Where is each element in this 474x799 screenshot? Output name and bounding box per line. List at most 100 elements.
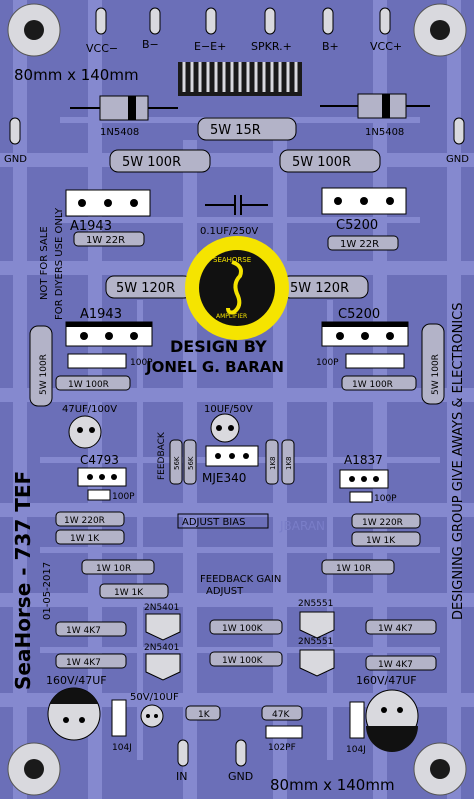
resistor-1k8-1: 1K8: [265, 439, 279, 485]
capacitor-100p-c4793-label: 100P: [112, 492, 135, 502]
resistor-1w4k7-r1: 1W 4K7: [365, 619, 437, 635]
resistor-5w120r-left: 5W 120R: [105, 275, 193, 299]
capacitor-160v-right: 160V/47UF: [356, 674, 419, 752]
resistor-1w4k7-l1-label: 1W 4K7: [66, 626, 101, 636]
resistor-1w220r-left-label: 1W 220R: [64, 516, 105, 526]
transistor-2n5551-1: 2N5551: [298, 599, 335, 639]
resistor-5w100r-left: 5W 100R: [109, 149, 211, 173]
adjust-label: ADJUST: [206, 586, 244, 597]
connector-b-neg-label: B−: [142, 38, 159, 51]
connector-spkr-label: SPKR.+: [251, 40, 292, 53]
capacitor-104j-right: 104J: [346, 701, 366, 755]
resistor-1w4k7-r1-label: 1W 4K7: [378, 624, 413, 634]
transistor-2n5551-1-label: 2N5551: [298, 599, 333, 609]
resistor-47k-label: 47K: [272, 710, 290, 720]
capacitor-01uf-label: 0.1UF/250V: [200, 226, 258, 237]
resistor-1w22r-left: 1W 22R: [73, 231, 145, 247]
resistor-1w1k-fb: 1W 1K: [99, 583, 169, 599]
connector-in-label: IN: [176, 770, 187, 783]
seahorse-icon: [226, 260, 243, 315]
connector-spkr-pad: [264, 7, 276, 35]
transistor-c4793-label: C4793: [80, 453, 119, 467]
resistor-1w220r-left: 1W 220R: [55, 511, 125, 527]
resistor-1w100r-right-label: 1W 100R: [352, 380, 393, 390]
mounting-hole-top-right-center: [430, 20, 450, 40]
capacitor-160v-left: 160V/47UF: [46, 674, 107, 741]
connector-b-pos-label: B+: [322, 40, 339, 53]
mounting-hole-bottom-left-center: [24, 759, 44, 779]
resistor-56k-2: 56K: [183, 439, 197, 485]
resistor-1w100k-1: 1W 100K: [209, 619, 283, 635]
resistor-1w100r-left-label: 1W 100R: [68, 380, 109, 390]
right-vertical-text: DESIGNING GROUP GIVE AWAYS & ELECTRONICS: [451, 303, 466, 621]
mounting-holes: [7, 3, 467, 796]
resistor-1w1k-left: 1W 1K: [55, 529, 125, 545]
connector-vcc-neg-pad: [95, 7, 107, 35]
capacitor-01uf: 0.1UF/250V: [200, 195, 268, 237]
transistor-a1943-mid-label: A1943: [80, 307, 122, 322]
gnd-left-label: GND: [4, 154, 27, 165]
capacitor-50v10uf-label: 50V/10UF: [130, 692, 179, 703]
diode-left-band: [128, 96, 136, 120]
resistor-1w22r-right: 1W 22R: [327, 235, 399, 251]
diode-left: 1N5408: [70, 95, 178, 138]
diode-left-body: [99, 95, 149, 121]
size-label-top: 80mm x 140mm: [14, 66, 139, 84]
connector-vcc-neg-label: VCC−: [86, 42, 118, 55]
capacitor-100p-a1837-label: 100P: [374, 494, 397, 504]
connector-b-pos-pad: [322, 7, 334, 35]
resistor-1w10r-right: 1W 10R: [321, 559, 395, 575]
resistor-1w100k-2: 1W 100K: [209, 651, 283, 667]
transistor-a1943-top-label: A1943: [70, 219, 112, 234]
transistor-c4793: C4793 100P: [77, 453, 135, 502]
capacitor-100p-right: 100P: [316, 353, 405, 369]
resistor-47k: 47K: [261, 705, 303, 721]
date-vertical: 01-05-2017: [42, 562, 53, 620]
resistor-5w100r-vert-right-label: 5W 100R: [431, 354, 441, 395]
resistor-5w100r-left-label: 5W 100R: [122, 155, 181, 170]
resistor-5w100r-vert-left-label: 5W 100R: [39, 354, 49, 395]
resistor-5w100r-vert-left: 5W 100R: [29, 325, 53, 407]
capacitor-50v10uf: 50V/10UF: [130, 692, 179, 728]
resistor-1k8-2: 1K8: [281, 439, 295, 485]
not-for-sale-line2: FOR DIYERS USE ONLY: [54, 207, 65, 320]
adjust-bias-box: [177, 513, 269, 529]
resistor-1k8-1-label: 1K8: [269, 457, 277, 471]
resistor-5w15r: 5W 15R: [197, 117, 297, 141]
connector-vcc-pos-pad: [379, 7, 391, 35]
transistor-c5200-mid: C5200: [321, 307, 409, 347]
resistor-1w4k7-l2-label: 1W 4K7: [66, 658, 101, 668]
resistor-1k8-2-label: 1K8: [285, 457, 293, 471]
transistor-2n5401-2-label: 2N5401: [144, 643, 179, 653]
resistor-1w1k-fb-label: 1W 1K: [114, 588, 144, 598]
capacitor-102pf-label: 102PF: [268, 743, 296, 753]
transistor-a1943-mid: A1943: [65, 307, 153, 347]
connector-vcc-pos-label: VCC+: [370, 40, 402, 53]
resistor-1w100r-right: 1W 100R: [341, 375, 417, 391]
resistor-1k-label: 1K: [198, 710, 211, 720]
connector-in-pad: [177, 739, 189, 767]
transistor-c5200-mid-label: C5200: [338, 307, 380, 322]
resistor-1w220r-right: 1W 220R: [351, 513, 421, 529]
gnd-left-pad: [9, 117, 21, 145]
transistor-a1943-top: A1943: [65, 189, 151, 234]
transistor-c5200-top-label: C5200: [336, 218, 378, 233]
connector-gnd-bottom-label: GND: [228, 770, 253, 783]
logo-text: SEAHORSE: [213, 256, 251, 264]
title-vertical: SeaHorse - 737 TEF: [11, 471, 35, 690]
resistor-1w4k7-r2: 1W 4K7: [365, 655, 437, 671]
resistor-1w4k7-l2: 1W 4K7: [55, 653, 127, 669]
seahorse-logo: SEAHORSE AMPLIFIER: [185, 236, 289, 340]
feedback-gain-label: FEEDBACK GAIN: [200, 574, 281, 585]
resistor-1w1k-right: 1W 1K: [351, 531, 421, 547]
capacitor-160v-left-label: 160V/47UF: [46, 674, 107, 687]
resistor-56k-1: 56K: [169, 439, 183, 485]
gnd-right-label: GND: [446, 154, 469, 165]
gnd-right-pad: [453, 117, 465, 145]
transistor-2n5401-1-label: 2N5401: [144, 603, 179, 613]
resistor-1w10r-left-label: 1W 10R: [96, 564, 131, 574]
logo-sub: AMPLIFIER: [216, 313, 247, 320]
resistor-1w4k7-l1: 1W 4K7: [55, 621, 127, 637]
diode-right: 1N5408: [320, 93, 430, 138]
